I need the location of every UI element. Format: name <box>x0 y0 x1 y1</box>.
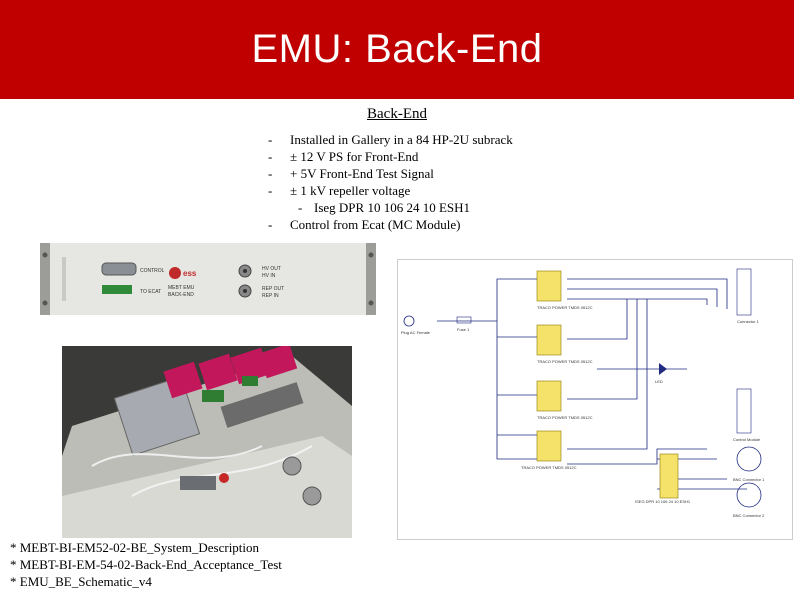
hv-in-label: HV IN <box>262 273 276 279</box>
bullet-item: - + 5V Front-End Test Signal <box>268 165 513 182</box>
to-ecat-label: TO ECAT <box>140 289 161 295</box>
bullet-marker: - <box>268 149 273 164</box>
rep-out-label: REP OUT <box>262 286 284 292</box>
sub-bullet-marker: - <box>298 200 303 215</box>
bullet-marker: - <box>268 183 273 198</box>
rep-in-label: REP IN <box>262 293 279 299</box>
schematic-diagram: TRACO POWER TMDS 0512C TRACO POWER TMDS … <box>397 259 793 540</box>
bullet-marker: - <box>268 166 273 181</box>
ps3-label: TRACO POWER TMDS 0512C <box>537 415 593 420</box>
bnc1-label: BNC Connector 1 <box>733 477 765 482</box>
hv-module-label: ISEG DPR 10 106 24 10 ESH1 <box>635 499 691 504</box>
sub-bullet-text: Iseg DPR 10 106 24 10 ESH1 <box>314 200 471 215</box>
connector1-label: Connector 1 <box>737 319 760 324</box>
front-panel-photo: CONTROL TO ECAT ess MEBT EMU BACK-END HV… <box>40 243 376 315</box>
slide-title: EMU: Back-End <box>251 27 543 71</box>
bullet-item: - Installed in Gallery in a 84 HP-2U subr… <box>268 131 513 148</box>
reference-list: * MEBT-BI-EM52-02-BE_System_Description … <box>10 539 282 590</box>
front-panel-illustration: CONTROL TO ECAT ess MEBT EMU BACK-END HV… <box>40 243 376 315</box>
reference-item: * MEBT-BI-EM-54-02-Back-End_Acceptance_T… <box>10 557 282 572</box>
bullet-item: - ± 1 kV repeller voltage <box>268 182 513 199</box>
fuse-label: Fuse 1 <box>457 327 470 332</box>
bnc2-label: BNC Connector 2 <box>733 513 765 518</box>
reference-item: * MEBT-BI-EM52-02-BE_System_Description <box>10 540 260 555</box>
ess-logo-text: ess <box>183 269 197 278</box>
ps1-label: TRACO POWER TMDS 0512C <box>537 305 593 310</box>
ps4-label: TRACO POWER TMDS 0512C <box>521 465 577 470</box>
bullet-list: - Installed in Gallery in a 84 HP-2U subr… <box>268 131 513 233</box>
connector2-label: Control Module <box>733 437 761 442</box>
bullet-item: - Control from Ecat (MC Module) <box>268 216 513 233</box>
bullet-text: Control from Ecat (MC Module) <box>290 217 461 232</box>
led-label: LED <box>655 379 663 384</box>
bullet-item: - ± 12 V PS for Front-End <box>268 148 513 165</box>
internal-view-illustration <box>62 346 352 538</box>
internal-view-photo <box>62 346 352 538</box>
bullet-text: ± 12 V PS for Front-End <box>290 149 419 164</box>
bullet-text: ± 1 kV repeller voltage <box>290 183 411 198</box>
section-heading: Back-End <box>367 106 427 122</box>
bullet-marker: - <box>268 217 273 232</box>
control-label: CONTROL <box>140 268 165 274</box>
schematic-illustration: TRACO POWER TMDS 0512C TRACO POWER TMDS … <box>397 259 793 540</box>
ps2-label: TRACO POWER TMDS 0512C <box>537 359 593 364</box>
mebt-label-2: BACK-END <box>168 292 194 298</box>
title-bar: EMU: Back-End <box>0 0 794 99</box>
reference-item: * EMU_BE_Schematic_v4 <box>10 574 152 589</box>
mebt-label-1: MEBT EMU <box>168 285 195 291</box>
ac-plug-label: Plug AC Female <box>401 330 431 335</box>
bullet-text: Installed in Gallery in a 84 HP-2U subra… <box>290 132 513 147</box>
hv-out-label: HV OUT <box>262 266 281 272</box>
bullet-text: + 5V Front-End Test Signal <box>290 166 434 181</box>
bullet-marker: - <box>268 132 273 147</box>
sub-bullet-item: -Iseg DPR 10 106 24 10 ESH1 <box>268 199 513 216</box>
